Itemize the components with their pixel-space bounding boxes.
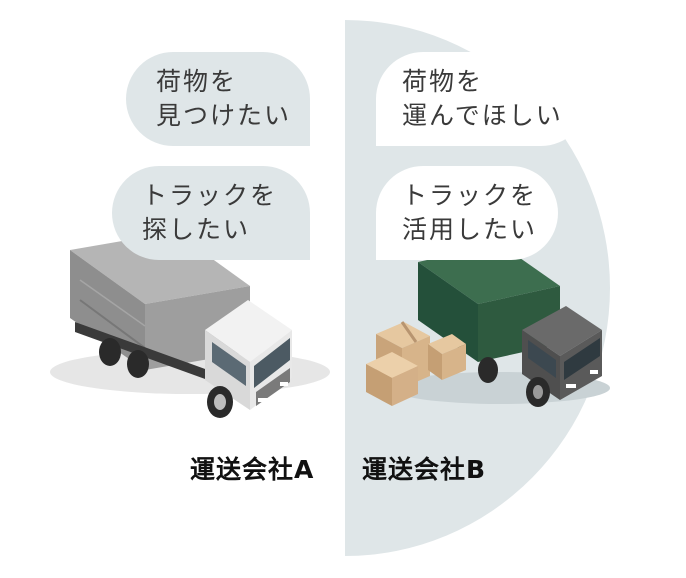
bubble-line: 活用したい — [402, 215, 538, 244]
company-a-bubble-find-truck: トラックを 探したい — [112, 166, 310, 260]
cardboard-boxes — [366, 321, 466, 406]
bubble-line: 運んでほしい — [402, 101, 563, 130]
bubble-line: 荷物を — [156, 67, 238, 96]
company-a-bubble-find-cargo: 荷物を 見つけたい — [126, 52, 310, 146]
company-b-bubble-use-truck: トラックを 活用したい — [376, 166, 558, 260]
company-b-label: 運送会社B — [362, 455, 487, 484]
bubble-line: 荷物を — [402, 67, 484, 96]
company-b-bubble-ship-cargo: 荷物を 運んでほしい — [376, 52, 588, 146]
company-a-label: 運送会社A — [190, 455, 315, 484]
bubble-line: トラックを — [142, 181, 278, 210]
bubble-line: 見つけたい — [156, 101, 292, 130]
truck-b-illustration — [366, 244, 610, 407]
bubble-line: トラックを — [402, 181, 538, 210]
truck-a-illustration — [50, 232, 330, 418]
bubble-line: 探したい — [142, 215, 251, 244]
